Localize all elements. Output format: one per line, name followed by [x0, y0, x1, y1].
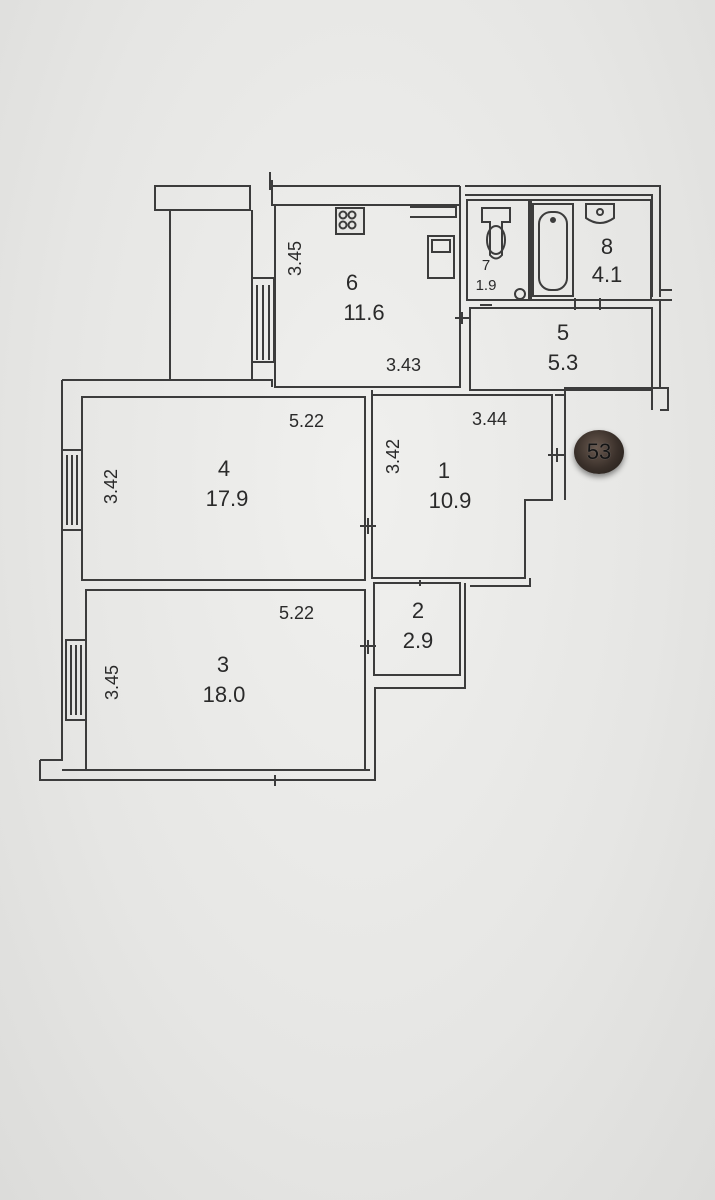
- room-6-area: 11.6: [343, 300, 385, 325]
- room-3-number: 3: [216, 652, 230, 677]
- dim-room-4-horizontal: 5.22: [289, 411, 325, 431]
- outer-wall-bottom: [39, 688, 376, 781]
- room-5-area: 5.3: [547, 350, 579, 375]
- room-2-number: 2: [411, 598, 425, 623]
- room-4-area: 17.9: [205, 486, 249, 511]
- room-8-area: 4.1: [591, 262, 623, 287]
- washbasin-icon: [585, 203, 615, 224]
- room-5-outline: [469, 307, 653, 391]
- room-4-number: 4: [217, 456, 231, 481]
- room-3-outline: [85, 589, 366, 771]
- room-3-window: [65, 639, 87, 721]
- room-7-outline: [466, 199, 530, 301]
- apartment-number-badge: 53: [574, 430, 624, 474]
- room-4-window: [61, 449, 83, 531]
- dim-room-3-horizontal: 5.22: [279, 603, 315, 623]
- room-8-number: 8: [600, 234, 614, 259]
- outer-wall-top: [271, 180, 461, 206]
- dim-room-4-vertical: 3.42: [101, 468, 121, 504]
- sink-icon: [410, 206, 457, 218]
- bathtub-icon: [532, 203, 574, 297]
- room-1-number: 1: [437, 458, 451, 483]
- room-3-area: 18.0: [202, 682, 246, 707]
- room-6-number: 6: [345, 270, 359, 295]
- room-7-number: 7: [481, 257, 491, 274]
- room-7-area: 1.9: [475, 277, 497, 294]
- dim-room-3-vertical: 3.45: [102, 664, 122, 700]
- dim-kitchen-vertical: 3.45: [285, 240, 305, 276]
- room-6-outline: [274, 204, 461, 388]
- loggia-outline: [154, 185, 251, 211]
- room-8-outline: [530, 199, 652, 301]
- dim-kitchen-horizontal: 3.43: [386, 355, 422, 375]
- dim-room-1-vertical: 3.42: [383, 438, 403, 474]
- room-1-outline: [371, 394, 553, 579]
- room-1-area: 10.9: [428, 488, 472, 513]
- room-2-outline: [373, 582, 461, 676]
- room-2-area: 2.9: [402, 628, 434, 653]
- room-5-number: 5: [556, 320, 570, 345]
- dim-room-1-horizontal: 3.44: [472, 409, 508, 429]
- toilet-icon: [481, 207, 511, 260]
